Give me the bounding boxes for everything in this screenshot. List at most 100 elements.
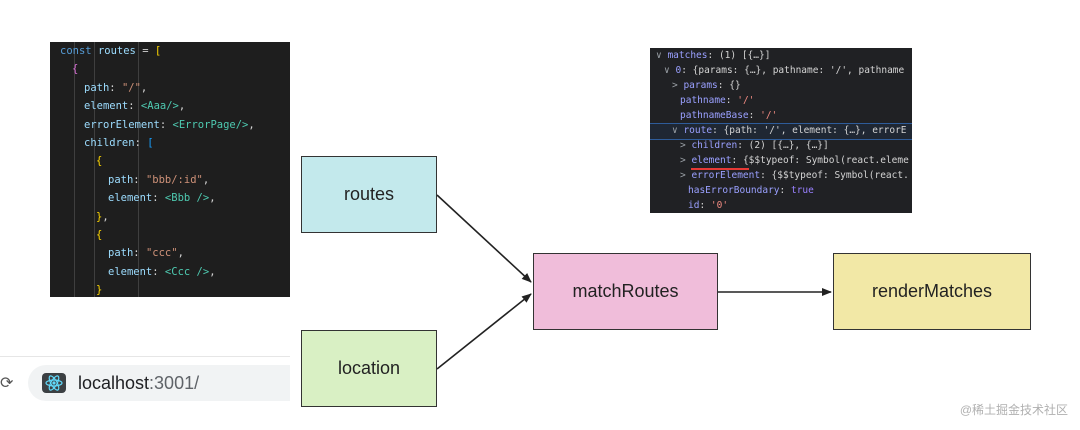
code-line: hasErrorBoundary: true	[650, 183, 912, 198]
url-field[interactable]: localhost:3001/	[28, 365, 290, 401]
code-line: children: [	[50, 134, 290, 152]
code-line: path: "bbb/:id",	[50, 171, 290, 189]
routes-code-snippet: const routes = [{path: "/",element: <Aaa…	[50, 42, 290, 297]
code-line: element: <Ccc />,	[50, 263, 290, 281]
code-token: '/'	[737, 95, 755, 106]
code-token: element	[691, 155, 732, 166]
code-line: pathnameBase: '/'	[650, 108, 912, 123]
code-token: matches	[667, 50, 708, 61]
code-token: :	[128, 100, 141, 113]
code-token: id	[688, 200, 700, 211]
node-rendermatches: renderMatches	[833, 253, 1031, 330]
code-token: :	[109, 81, 122, 94]
code-token: {	[72, 63, 79, 76]
reload-icon[interactable]: ⟳	[0, 375, 14, 392]
node-routes-label: routes	[343, 184, 395, 204]
code-token: "/"	[121, 81, 141, 94]
code-token: :	[779, 185, 791, 196]
code-token: :	[725, 95, 738, 106]
code-token: element	[108, 265, 153, 278]
selected-row-highlight	[650, 123, 912, 140]
code-token: '0'	[710, 200, 729, 211]
code-token: :	[133, 173, 146, 186]
url-text: localhost:3001/	[78, 373, 199, 393]
code-token: ,	[177, 247, 184, 260]
code-token: :	[152, 192, 165, 205]
code-token: route	[683, 125, 713, 136]
url-host: localhost	[78, 373, 150, 393]
code-token: :	[133, 247, 146, 260]
code-token: errorElement	[84, 118, 160, 131]
code-token: : {params: {…}, pathname: '/', pathname	[681, 65, 905, 76]
code-line: path: "ccc",	[50, 244, 290, 262]
react-logo-icon	[42, 373, 66, 393]
code-token: }	[96, 210, 103, 223]
code-line: element: <Bbb />,	[50, 189, 290, 207]
code-token: >	[680, 170, 692, 181]
watermark: @稀土掘金技术社区	[959, 403, 1068, 417]
code-token: ∨	[656, 50, 668, 61]
code-line: > children: (2) [{…}, {…}]	[650, 138, 912, 153]
code-line: path: "/",	[50, 79, 290, 97]
code-line: > params: {}	[650, 78, 912, 93]
devtools-matches-panel: ∨ matches: (1) [{…}]∨ 0: {params: {…}, p…	[650, 48, 912, 213]
code-token: ,	[209, 265, 216, 278]
code-token: :	[748, 110, 761, 121]
node-matchroutes: matchRoutes	[533, 253, 718, 330]
node-matchroutes-label: matchRoutes	[572, 281, 679, 301]
indent-guide	[94, 42, 95, 297]
code-token: element	[84, 100, 129, 113]
edge-location-to-matchroutes	[436, 293, 532, 370]
code-token: hasErrorBoundary	[688, 185, 780, 196]
code-token: <ErrorPage/>	[172, 118, 249, 131]
code-token: "ccc"	[145, 247, 178, 260]
code-line: ∨ matches: (1) [{…}]	[650, 48, 912, 63]
code-token: params	[683, 80, 718, 91]
code-line: errorElement: <ErrorPage/>,	[50, 116, 290, 134]
code-token: ,	[202, 173, 210, 186]
code-token: ,	[178, 100, 186, 113]
code-token: : (1) [{…}]	[707, 50, 771, 61]
code-token: :	[152, 265, 165, 278]
code-token: {	[96, 155, 103, 168]
code-token: : {path: '/', element: {…}, errorE	[712, 125, 907, 136]
code-token: }	[96, 284, 103, 297]
code-line: ∨ route: {path: '/', element: {…}, error…	[650, 123, 912, 140]
code-token: : {$$typeof: Symbol(react.eleme	[731, 155, 909, 166]
code-token: children	[691, 140, 738, 151]
code-token: ∨	[664, 65, 676, 76]
code-token: path	[108, 247, 134, 260]
code-line: {	[50, 152, 290, 170]
code-token: =	[135, 45, 155, 57]
indent-guide	[74, 42, 75, 297]
code-token: '/'	[760, 110, 778, 121]
code-line: const routes = [	[50, 42, 290, 60]
code-token: : {$$typeof: Symbol(react.	[760, 170, 909, 181]
code-token: ∨	[672, 125, 684, 136]
indent-guide	[138, 42, 139, 297]
code-token: path	[84, 81, 110, 94]
code-token: children	[84, 136, 135, 149]
code-token: ,	[209, 192, 216, 205]
code-token: >	[680, 155, 692, 166]
edge-routes-to-matchroutes	[436, 194, 532, 283]
node-location-label: location	[337, 358, 401, 378]
code-token: pathname	[680, 95, 726, 106]
code-token: : {}	[717, 80, 741, 91]
code-line: > errorElement: {$$typeof: Symbol(react.	[650, 168, 912, 183]
red-underline-annotation	[691, 168, 749, 170]
code-line: pathname: '/'	[650, 93, 912, 108]
code-token: 0	[675, 65, 682, 76]
code-token: pathnameBase	[680, 110, 749, 121]
browser-address-bar: ⟳ localhost:3001/	[0, 356, 290, 409]
code-token: const	[60, 45, 98, 57]
code-token: <Ccc />	[164, 265, 210, 278]
code-token: [	[147, 136, 154, 149]
code-line: element: <Aaa/>,	[50, 97, 290, 115]
node-rendermatches-label: renderMatches	[871, 281, 993, 301]
code-line: }	[50, 281, 290, 297]
code-token: <Aaa/>	[140, 100, 179, 113]
code-token: path	[108, 173, 134, 186]
code-token: ,	[102, 210, 109, 223]
